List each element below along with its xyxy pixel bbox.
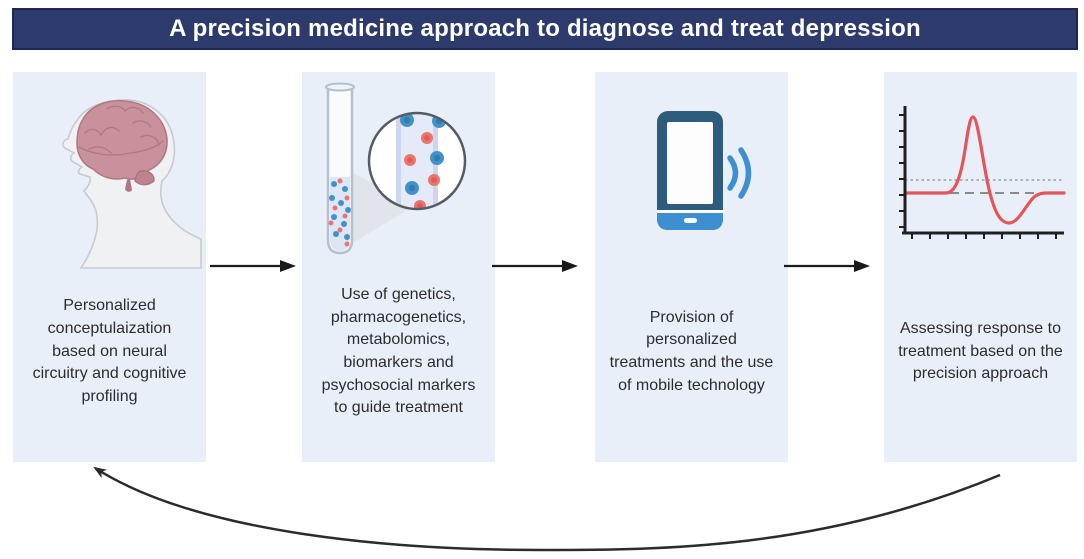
mobile-phone-icon	[595, 72, 788, 272]
step-panel-response-assessment: Assessing response to treatment based on…	[884, 72, 1077, 462]
step-label-personalized-treatment: Provision of personalized treatments and…	[609, 308, 774, 394]
figure-title-banner: A precision medicine approach to diagnos…	[12, 8, 1078, 50]
head-brain-svg	[62, 99, 202, 269]
test-tube-svg	[325, 82, 467, 255]
step-panel-biomarker-testing: Use of genetics, pharmacogenetics, metab…	[302, 72, 495, 462]
step-label-biomarker-testing: Use of genetics, pharmacogenetics, metab…	[321, 285, 476, 417]
head-brain-icon	[13, 72, 206, 272]
forward-arrow-2	[492, 260, 578, 272]
response-curve-svg	[899, 106, 1066, 239]
step-label-response-assessment: Assessing response to treatment based on…	[898, 319, 1063, 383]
feedback-arrow	[93, 466, 1001, 552]
forward-arrow-1	[210, 260, 296, 272]
figure-title: A precision medicine approach to diagnos…	[169, 15, 921, 42]
step-panel-neural-profiling: Personalized conceptulaization based on …	[13, 72, 206, 462]
mobile-phone-svg	[657, 111, 752, 230]
test-tube-magnifier-icon	[302, 72, 495, 272]
forward-arrow-3	[784, 260, 870, 272]
step-label-neural-profiling: Personalized conceptulaization based on …	[32, 297, 187, 406]
step-panel-personalized-treatment: Provision of personalized treatments and…	[595, 72, 788, 462]
response-curve-icon	[884, 72, 1077, 272]
